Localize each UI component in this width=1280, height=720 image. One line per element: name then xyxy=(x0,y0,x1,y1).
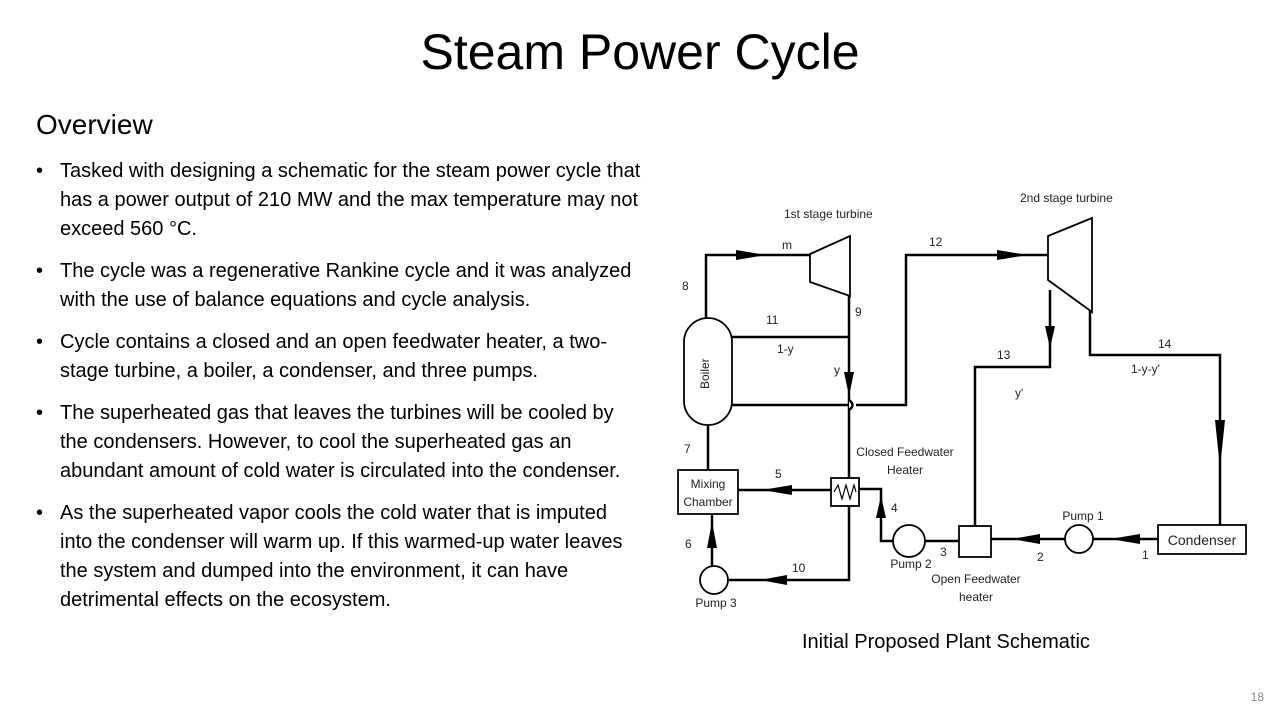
state-label: 7 xyxy=(684,442,691,456)
arrow-icon xyxy=(876,496,886,518)
condenser-label: Condenser xyxy=(1168,532,1237,548)
bullet-item: Cycle contains a closed and an open feed… xyxy=(36,328,641,386)
boiler xyxy=(683,317,733,426)
arrow-icon xyxy=(844,372,854,396)
state-label: 3 xyxy=(940,545,947,559)
arrow-icon xyxy=(736,250,766,260)
pipe-13 xyxy=(973,290,1052,527)
turbine-2-label: 2nd stage turbine xyxy=(1020,191,1113,205)
arrow-icon xyxy=(1215,420,1225,468)
schematic-caption: Initial Proposed Plant Schematic xyxy=(802,631,1090,653)
pump-1-label: Pump 1 xyxy=(1062,509,1104,523)
state-label: 2 xyxy=(1037,550,1044,564)
closed-fwh-label: Heater xyxy=(887,463,923,477)
mixing-chamber xyxy=(677,469,739,515)
bullet-item: The cycle was a regenerative Rankine cyc… xyxy=(36,257,641,315)
bullet-item: Tasked with designing a schematic for th… xyxy=(36,157,641,244)
pipe-12 xyxy=(856,253,1048,407)
turbine-1-label: 1st stage turbine xyxy=(784,207,873,221)
pump-1 xyxy=(1064,524,1094,554)
state-label: 8 xyxy=(682,279,689,293)
flow-label: m xyxy=(782,238,792,252)
flow-label: 1-y-y' xyxy=(1131,362,1160,376)
condenser xyxy=(1157,524,1247,555)
closed-fwh-label: Closed Feedwater xyxy=(856,445,953,459)
state-label: 1 xyxy=(1142,548,1149,562)
bullet-item: As the superheated vapor cools the cold … xyxy=(36,499,641,615)
arrow-icon xyxy=(1110,534,1140,544)
pump-2 xyxy=(892,524,926,558)
state-label: 5 xyxy=(775,467,782,481)
overview-bullet-list: Tasked with designing a schematic for th… xyxy=(36,157,641,628)
plant-schematic: 1st stage turbine 2nd stage turbine Boil… xyxy=(677,191,1247,610)
open-fwh-label: heater xyxy=(959,590,993,604)
flow-arrows xyxy=(707,250,1225,585)
pipe-8 xyxy=(704,253,810,318)
page-number: 18 xyxy=(1250,690,1264,704)
pipe-14 xyxy=(1088,290,1222,525)
closed-feedwater-heater xyxy=(830,477,860,507)
arrow-icon xyxy=(1045,326,1055,348)
pipe-crossover xyxy=(848,398,854,412)
pipe-10 xyxy=(729,506,851,582)
pump-3 xyxy=(699,565,729,595)
mixing-chamber-label: Chamber xyxy=(683,495,732,509)
flow-label: y' xyxy=(1015,386,1023,400)
pump-3-label: Pump 3 xyxy=(695,596,737,610)
flow-label: y xyxy=(834,363,840,377)
open-fwh-label: Open Feedwater xyxy=(931,572,1020,586)
boiler-label: Boiler xyxy=(698,358,712,389)
open-feedwater-heater xyxy=(958,525,992,558)
slide-title: Steam Power Cycle xyxy=(420,24,860,80)
turbine-1 xyxy=(809,234,851,298)
arrow-icon xyxy=(1012,534,1040,544)
pipe-4 xyxy=(857,487,893,543)
state-label: 9 xyxy=(855,305,862,319)
turbine-2 xyxy=(1047,216,1093,314)
state-label: 13 xyxy=(997,348,1011,362)
state-label: 11 xyxy=(766,313,779,327)
state-label: 6 xyxy=(685,537,692,551)
arrow-icon xyxy=(997,250,1028,260)
bullet-item: The superheated gas that leaves the turb… xyxy=(36,399,641,486)
state-label: 12 xyxy=(929,235,943,249)
mixing-chamber-label: Mixing xyxy=(691,477,726,491)
overview-heading: Overview xyxy=(36,109,153,140)
arrow-icon xyxy=(760,575,787,585)
pump-2-label: Pump 2 xyxy=(890,557,932,571)
flow-label: 1-y xyxy=(777,342,794,356)
heater-coil-icon xyxy=(833,482,857,502)
state-label: 14 xyxy=(1158,337,1172,351)
arrow-icon xyxy=(762,485,792,495)
state-label: 10 xyxy=(792,561,806,575)
arrow-icon xyxy=(707,522,717,548)
state-label: 4 xyxy=(891,501,898,515)
